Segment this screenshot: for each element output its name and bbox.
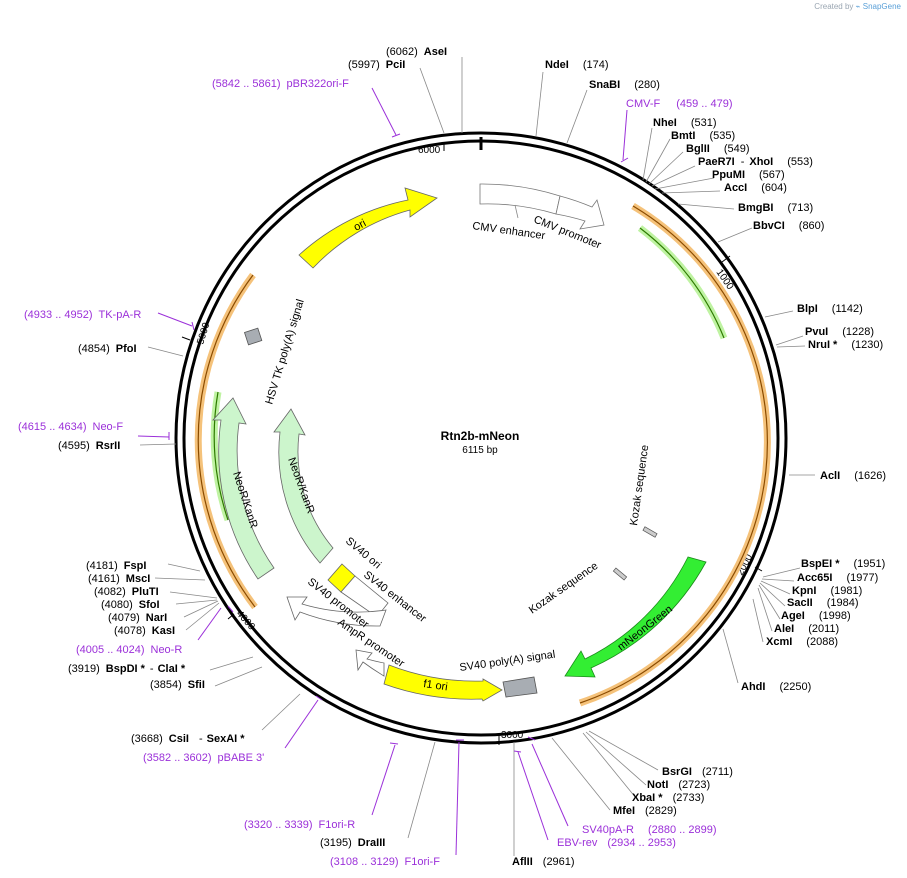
site-label-pcii: (5997)PciI (348, 59, 405, 71)
site-label-paer7i-xhoi: PaeR7I-XhoI(553) (698, 156, 813, 168)
tick-mark-5000 (181, 336, 191, 341)
neo-inner-arrow (273, 408, 334, 564)
cmv-mneon-orange-arc (578, 202, 771, 707)
cmv-mneon-orange-core (579, 205, 768, 704)
hsv-tk-polya-box (243, 327, 263, 346)
site-label-bmgbi: BmgBI(713) (738, 202, 813, 214)
site-label-kpni: KpnI(1981) (792, 585, 862, 597)
kozak-box-2 (612, 567, 628, 581)
site-label-pluti: (4082)PluTI (94, 586, 159, 598)
site-label-fspi: (4181)FspI (86, 560, 146, 572)
kozak-box-1 (642, 526, 658, 538)
site-label-acc65i: Acc65I(1977) (797, 572, 878, 584)
plasmid-size: 6115 bp (462, 445, 498, 456)
site-label-alei: AleI(2011) (774, 623, 839, 635)
site-label-blpi: BlpI(1142) (797, 303, 863, 315)
site-label-nhei: NheI(531) (653, 117, 717, 129)
site-leaders (139, 57, 815, 856)
site-label-xcmi: XcmI(2088) (766, 636, 838, 648)
site-label-bglii: BglII(549) (686, 143, 750, 155)
tick-label-6000: 6000 (418, 145, 441, 156)
site-label-acli: AclI(1626) (820, 470, 886, 482)
ori-label: ori (352, 217, 368, 233)
cmv-promoter-arrow (555, 195, 605, 230)
site-label-ppumi: PpuMI(567) (712, 169, 785, 181)
site-label-aflii: AflII(2961) (512, 856, 575, 868)
primer-label-pbr322ori-f: (5842 .. 5861)pBR322ori-F (212, 78, 349, 90)
kozak-label-2: Kozak sequence (527, 560, 601, 616)
cmv-enhancer-arrow (479, 183, 561, 215)
primer-label-f1ori-f: (3108 .. 3129)F1ori-F (330, 856, 440, 868)
site-label-acci: AccI(604) (724, 182, 787, 194)
site-label-sfii: (3854)SfiI (150, 679, 205, 691)
f1-ori-label: f1 ori (423, 678, 449, 693)
watermark-created-by: Created by (814, 2, 854, 11)
mneongreen-label: mNeonGreen (615, 603, 674, 653)
snapgene-watermark: Created by ⌁ SnapGene (814, 2, 901, 11)
site-label-noti: NotI(2723) (647, 779, 710, 791)
primer-label-tk-pa-r: (4933 .. 4952)TK-pA-R (24, 309, 141, 321)
primer-label-neo-f: (4615 .. 4634)Neo-F (18, 421, 123, 433)
site-label-bsrgi: BsrGI(2711) (662, 766, 733, 778)
primer-label-neo-r: (4005 .. 4024)Neo-R (76, 644, 182, 656)
mneongreen-arrow (564, 556, 707, 678)
tick-mark-4000 (227, 613, 235, 620)
site-label-sfoi: (4080)SfoI (101, 599, 160, 611)
ori-arrow (298, 187, 438, 269)
site-label-asei: (6062)AseI (386, 46, 447, 58)
site-label-pvui: PvuI(1228) (805, 326, 874, 338)
backbone-outer (174, 131, 788, 745)
site-label-mfei: MfeI(2829) (613, 805, 677, 817)
tick-mark-2000 (754, 566, 763, 572)
site-label-xbai: XbaI *(2733) (632, 792, 704, 804)
snapgene-logo-icon: ⌁ (855, 2, 861, 11)
site-label-nrui: NruI *(1230) (808, 339, 883, 351)
site-label-nari: (4079)NarI (108, 612, 167, 624)
site-label-ahdi: AhdI(2250) (741, 681, 811, 693)
site-label-rsrii: (4595)RsrII (58, 440, 120, 452)
primer-label-ebv-rev: EBV-rev(2934 .. 2953) (557, 837, 676, 849)
primer-leaders (137, 87, 629, 856)
site-label-bbvci: BbvCI(860) (753, 220, 824, 232)
sv40-polya-box (502, 676, 538, 698)
primer-label-f1ori-r: (3320 .. 3339)F1ori-R (244, 819, 355, 831)
site-label-bmti: BmtI(535) (671, 130, 735, 142)
primer-label-cmv-f: CMV-F(459 .. 479) (626, 98, 733, 110)
site-label-ndei: NdeI(174) (545, 59, 609, 71)
primer-label-pbabe-3: (3582 .. 3602)pBABE 3' (143, 752, 264, 764)
cmv-enhancer-leader (514, 204, 519, 219)
site-label-snabi: SnaBI(280) (589, 79, 660, 91)
primer-label-sv40pa-r: SV40pA-R(2880 .. 2899) (582, 824, 716, 836)
site-label-agei: AgeI(1998) (781, 610, 851, 622)
neo-outer-arrow (212, 397, 275, 580)
tick-label-3000: 3000 (501, 730, 524, 741)
site-label-sacii: SacII(1984) (787, 597, 858, 609)
neo-green-core (213, 391, 229, 521)
sv40-polya-label: SV40 poly(A) signal (459, 649, 556, 674)
site-label-bspei: BspEI *(1951) (801, 558, 885, 570)
hsv-tk-polya-label: HSV TK poly(A) signal (263, 298, 306, 406)
site-label-csii-sexai: (3668)CsiI-SexAI * (131, 733, 245, 745)
f1-ori-arrow (383, 664, 503, 702)
kozak-label-1: Kozak sequence (628, 444, 651, 526)
sv40-ori-label: SV40 ori (343, 535, 383, 571)
site-label-pfoi: (4854)PfoI (78, 343, 137, 355)
ampr-promoter-arrow (355, 649, 385, 677)
site-label-bspdi-clai: (3919)BspDI *-ClaI * (68, 663, 186, 675)
neo-orange-core (197, 274, 256, 608)
plasmid-name: Rtn2b-mNeon (441, 429, 520, 443)
sv40-promoter-arrow (286, 596, 387, 627)
tick-mark-1000 (721, 255, 731, 263)
site-label-msci: (4161)MscI (88, 573, 150, 585)
watermark-brand: SnapGene (862, 2, 901, 11)
cmv-green-core (639, 227, 725, 339)
site-label-kasi: (4078)KasI (114, 625, 175, 637)
site-label-draiii: (3195)DraIII (320, 837, 385, 849)
